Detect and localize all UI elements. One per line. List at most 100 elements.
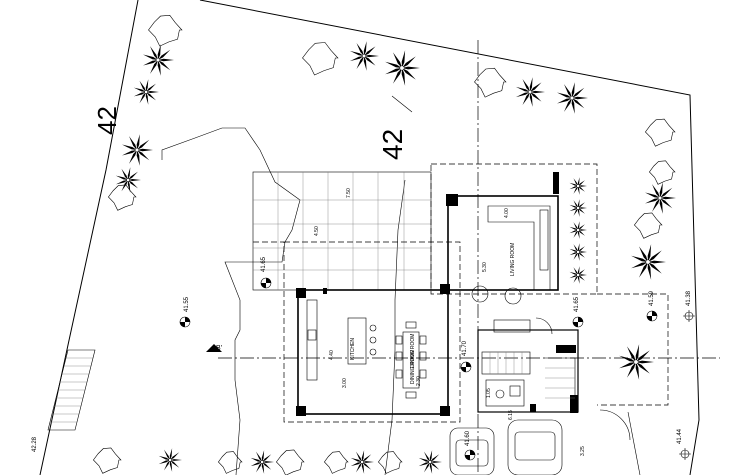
palm-leaf — [557, 92, 572, 98]
palm-leaf — [424, 451, 430, 462]
palm-leaf — [430, 461, 442, 463]
palm-leaf — [158, 58, 174, 62]
level-4165b: 41.65 — [574, 296, 580, 312]
palm-leaf — [573, 178, 578, 186]
palm-leaf — [145, 92, 149, 105]
palm-leaf — [250, 462, 262, 467]
palm-leaf — [577, 208, 580, 217]
dim-530: 5.30 — [482, 262, 488, 272]
palm-leaf — [164, 449, 170, 460]
palm-leaf — [402, 68, 416, 80]
palm-leaf — [418, 457, 430, 462]
palm-leaf — [250, 457, 262, 462]
palm-leaf — [363, 56, 367, 71]
palm-tree-13 — [569, 221, 587, 239]
palm-leaf — [530, 90, 545, 94]
palm-leaf — [627, 362, 636, 378]
palm-leaf — [133, 92, 146, 97]
palm-trunk — [576, 228, 580, 232]
palm-leaf — [361, 462, 365, 474]
palm-leaf — [578, 246, 585, 252]
palm-leaf — [635, 362, 640, 380]
dim-325: 3.25 — [580, 446, 586, 456]
palm-leaf — [356, 43, 364, 56]
palm-leaf — [128, 180, 138, 189]
palm-leaf — [121, 180, 128, 192]
palm-leaf — [157, 44, 161, 60]
room-dining-a: DINING ROOM — [410, 334, 416, 368]
level-marker-4165a: 41.65 — [260, 256, 272, 289]
palm-leaf — [659, 182, 663, 198]
palm-leaf — [262, 462, 272, 470]
palm-leaf — [636, 360, 654, 364]
palm-tree-17 — [250, 450, 274, 474]
palm-leaf — [139, 80, 146, 92]
level-marker-4165b: 41.65 — [572, 296, 584, 328]
palm-leaf — [572, 98, 585, 109]
palm-leaf — [569, 226, 578, 230]
palm-leaf — [578, 275, 585, 281]
palm-trunk — [144, 90, 148, 94]
palm-trunk — [633, 359, 639, 365]
room-dining-b: DINING ROOM — [410, 350, 416, 384]
palm-leaf — [158, 49, 171, 60]
level-4138: 41.38 — [686, 290, 692, 306]
palm-leaf — [122, 144, 137, 150]
palm-trunk — [155, 57, 161, 63]
palm-leaf — [137, 139, 150, 150]
dimension-labels: 7.50 4.50 4.00 5.30 4.40 3.00 2.30 6.15 … — [314, 188, 586, 456]
palm-leaf — [349, 56, 364, 62]
palm-leaf — [122, 150, 137, 156]
palm-tree-16 — [158, 448, 182, 472]
palm-leaf — [133, 87, 146, 92]
palm-leaf — [573, 267, 578, 275]
dim-440: 4.40 — [329, 350, 335, 360]
palm-tree-11 — [569, 177, 587, 195]
palm-leaf — [577, 266, 580, 275]
palm-leaf — [573, 252, 578, 260]
palm-leaf — [573, 244, 578, 252]
palm-leaf — [577, 252, 580, 261]
palm-leaf — [578, 185, 587, 187]
palm-leaf — [577, 177, 580, 186]
palm-tree-1 — [349, 41, 379, 71]
dim-400: 4.00 — [504, 208, 510, 218]
palm-leaf — [573, 186, 578, 194]
palm-leaf — [137, 150, 150, 161]
palm-leaf — [619, 362, 636, 369]
palm-leaf — [569, 248, 578, 252]
palm-leaf — [401, 68, 406, 86]
palm-trunk — [576, 206, 580, 210]
dim-300: 3.00 — [342, 378, 348, 388]
palm-leaf — [262, 461, 274, 463]
palm-leaf — [350, 457, 362, 462]
palm-leaf — [146, 91, 159, 93]
palm-leaf — [145, 79, 149, 92]
palm-leaf — [647, 262, 652, 280]
level-4170: 41.70 — [462, 340, 468, 356]
palm-leaf — [573, 200, 578, 208]
plot-number-main: 42 — [377, 129, 408, 160]
palm-leaf — [635, 344, 640, 362]
palm-leaf — [261, 462, 265, 474]
palm-tree-0 — [143, 44, 174, 76]
contour-lines — [161, 127, 406, 475]
palm-leaf — [170, 459, 182, 461]
tree-3 — [645, 118, 676, 147]
palm-leaf — [356, 451, 362, 462]
level-marker-4159: 41.59 — [646, 290, 658, 322]
palm-leaf — [170, 460, 180, 468]
tree-6 — [108, 184, 137, 211]
palm-leaf — [577, 221, 580, 230]
sofa-set — [471, 205, 551, 305]
palm-leaf — [578, 274, 587, 276]
tree-1 — [302, 42, 339, 76]
palm-leaf — [137, 148, 153, 152]
palm-leaf — [393, 68, 402, 84]
car-2 — [507, 419, 563, 475]
palm-leaf — [660, 196, 676, 200]
palm-leaf — [571, 82, 575, 98]
plot-number-left: 42 — [92, 106, 122, 135]
palm-leaf — [529, 92, 533, 107]
